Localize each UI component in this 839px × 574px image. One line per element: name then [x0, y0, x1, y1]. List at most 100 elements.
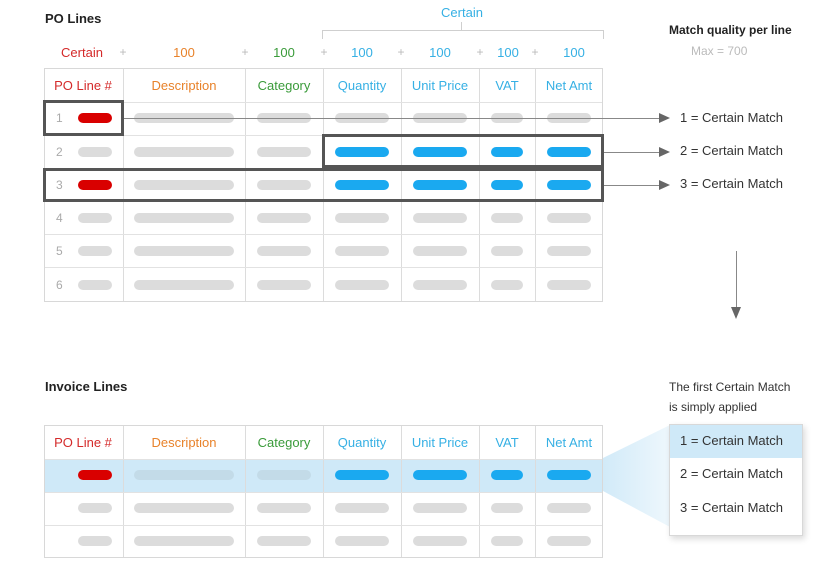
po-row2-unit-price-bar [413, 147, 467, 157]
po-lines-title: PO Lines [45, 11, 102, 26]
po-row-number: 1 [56, 111, 63, 125]
note-line-2: is simply applied [669, 400, 758, 414]
dropdown-option-2[interactable]: 2 = Certain Match [680, 466, 783, 481]
invoice-cell-bar [547, 536, 591, 546]
sum-plus: + [397, 45, 405, 59]
po-cell-bar [134, 246, 234, 256]
sum-plus: + [241, 45, 249, 59]
sum-unit-price: 100 [429, 45, 451, 60]
match-quality-title: Match quality per line [669, 23, 792, 37]
po-header-net-amt: Net Amt [545, 78, 593, 93]
invoice-cell-bar [134, 503, 234, 513]
match-result-1: 1 = Certain Match [680, 110, 783, 125]
po-header-description: Description [151, 78, 217, 93]
dropdown-option-1[interactable]: 1 = Certain Match [680, 433, 783, 448]
invoice-cell-bar [413, 536, 467, 546]
certain-bracket [322, 30, 604, 39]
invoice-cell-bar [78, 536, 112, 546]
invoice-row1-line-bar [78, 470, 112, 480]
po-cell-bar [134, 180, 234, 190]
po-cell-bar [491, 280, 523, 290]
po-row-number: 6 [56, 278, 63, 292]
po-row3-vat-bar [491, 180, 523, 190]
po-row2-vat-bar [491, 147, 523, 157]
sum-plus: + [476, 45, 484, 59]
invoice-header-unit-price: Unit Price [411, 435, 469, 450]
po-cell-bar [257, 280, 311, 290]
po-cell-bar [547, 280, 591, 290]
po-cell-bar [547, 246, 591, 256]
connector-row2 [604, 152, 660, 153]
invoice-cell-bar [134, 470, 234, 480]
invoice-cell-bar [413, 503, 467, 513]
po-cell-bar [257, 246, 311, 256]
invoice-cell-bar [491, 536, 523, 546]
po-row2-quantity-bar [335, 147, 389, 157]
sum-vat: 100 [497, 45, 519, 60]
connector-row1 [124, 118, 660, 119]
down-connector [736, 251, 737, 309]
invoice-cell-bar [335, 536, 389, 546]
invoice-cell-bar [257, 470, 311, 480]
match-result-3: 3 = Certain Match [680, 176, 783, 191]
max-score-label: Max = 700 [691, 44, 748, 58]
invoice-row1-net-amt-bar [547, 470, 591, 480]
note-line-1: The first Certain Match [669, 380, 791, 394]
invoice-header-line-number: PO Line # [54, 435, 112, 450]
invoice-cell-bar [134, 536, 234, 546]
po-row3-net-amt-bar [547, 180, 591, 190]
po-cell-bar [134, 213, 234, 223]
po-cell-bar [78, 280, 112, 290]
po-row1-line-bar [78, 113, 112, 123]
po-cell-bar [335, 213, 389, 223]
po-cell-bar [134, 147, 234, 157]
arrow-down-icon [731, 307, 741, 319]
sum-description: 100 [173, 45, 195, 60]
po-cell-bar [335, 280, 389, 290]
sum-plus: + [531, 45, 539, 59]
po-cell-bar [335, 246, 389, 256]
arrow-right-icon [659, 180, 670, 190]
highlight-box-row2 [322, 134, 604, 168]
sum-plus: + [119, 45, 127, 59]
sum-quantity: 100 [351, 45, 373, 60]
po-row-number: 3 [56, 178, 63, 192]
po-row-number: 5 [56, 244, 63, 258]
po-cell-bar [547, 213, 591, 223]
dropdown-option-3[interactable]: 3 = Certain Match [680, 500, 783, 515]
po-cell-bar [78, 147, 112, 157]
invoice-cell-bar [335, 503, 389, 513]
invoice-cell-bar [491, 503, 523, 513]
po-row3-quantity-bar [335, 180, 389, 190]
sum-category: 100 [273, 45, 295, 60]
po-row-number: 4 [56, 211, 63, 225]
invoice-header-net-amt: Net Amt [545, 435, 593, 450]
highlight-box-row3 [43, 168, 604, 202]
po-cell-bar [413, 213, 467, 223]
match-dropdown[interactable] [669, 424, 803, 536]
invoice-cell-bar [257, 536, 311, 546]
invoice-cell-bar [257, 503, 311, 513]
invoice-header-quantity: Quantity [337, 435, 387, 450]
sum-net-amt: 100 [563, 45, 585, 60]
po-cell-bar [78, 213, 112, 223]
po-header-vat: VAT [495, 78, 519, 93]
invoice-header-category: Category [257, 435, 311, 450]
po-cell-bar [257, 180, 311, 190]
projection-beam [603, 425, 670, 527]
po-row2-net-amt-bar [547, 147, 591, 157]
invoice-row1-vat-bar [491, 470, 523, 480]
invoice-header-description: Description [151, 435, 217, 450]
arrow-right-icon [659, 147, 670, 157]
highlight-box-row1 [43, 100, 124, 136]
po-cell-bar [257, 213, 311, 223]
arrow-right-icon [659, 113, 670, 123]
invoice-row1-unit-price-bar [413, 470, 467, 480]
po-row3-line-bar [78, 180, 112, 190]
po-cell-bar [257, 147, 311, 157]
invoice-row1-quantity-bar [335, 470, 389, 480]
dropdown-selected-bg [670, 425, 802, 458]
invoice-cell-bar [78, 503, 112, 513]
sum-plus: + [320, 45, 328, 59]
po-header-line-number: PO Line # [54, 78, 112, 93]
